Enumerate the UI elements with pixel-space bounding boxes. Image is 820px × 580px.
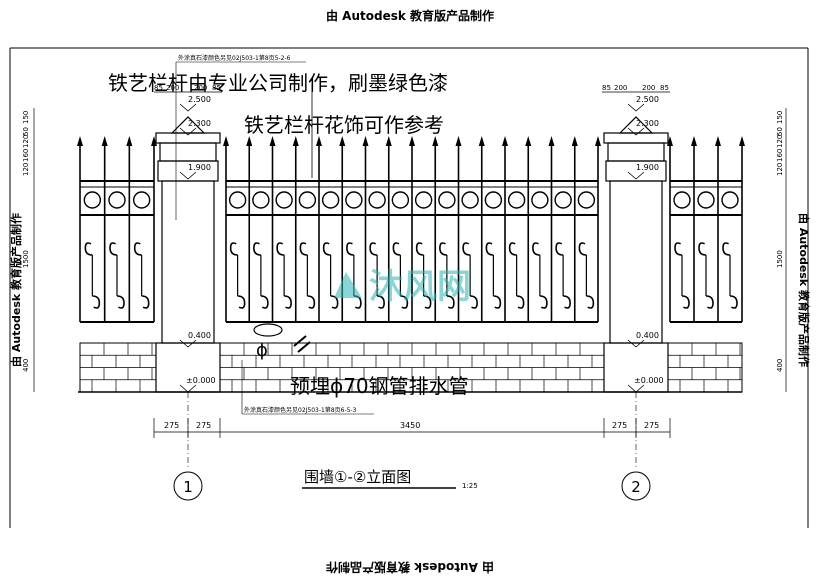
svg-text:275: 275 — [612, 421, 627, 430]
svg-text:85: 85 — [154, 84, 163, 92]
svg-text:200: 200 — [614, 84, 627, 92]
svg-text:2: 2 — [631, 478, 641, 496]
svg-text:200: 200 — [194, 84, 207, 92]
svg-text:150: 150 — [776, 111, 784, 124]
svg-text:±0.000: ±0.000 — [186, 376, 216, 385]
levels-left: 2.500 2.300 1.900 0.400 ±0.000 — [179, 95, 216, 393]
levels-right: 2.500 2.300 1.900 0.400 ±0.000 — [627, 95, 664, 393]
svg-text:0.400: 0.400 — [636, 331, 659, 340]
svg-text:0.400: 0.400 — [188, 331, 211, 340]
axis-1: 1 — [173, 392, 203, 501]
logo-watermark: 沐风网 — [334, 267, 471, 307]
axis-2: 2 — [621, 392, 651, 501]
dim-vertical-left: 50 150 120 160 120 1500 400 — [22, 108, 35, 392]
svg-text:120: 120 — [776, 163, 784, 176]
watermark-top: 由 Autodesk 教育版产品制作 — [326, 8, 494, 23]
svg-text:200: 200 — [166, 84, 179, 92]
svg-text:120: 120 — [776, 135, 784, 148]
pier-left — [155, 116, 221, 393]
svg-text:120: 120 — [22, 135, 30, 148]
railing-main — [223, 136, 601, 323]
svg-text:275: 275 — [644, 421, 659, 430]
pier-right — [603, 116, 669, 393]
svg-text:50: 50 — [22, 127, 30, 136]
drawing-scale: 1:25 — [462, 482, 478, 490]
brick-base — [79, 342, 743, 393]
note-drain-pipe: 预埋ɸ70钢管排水管 — [290, 374, 469, 398]
railing-left-partial — [77, 136, 157, 323]
watermark-right: 由 Autodesk 教育版产品制作 — [797, 213, 811, 367]
note-railing-pattern: 铁艺栏杆花饰可作参考 — [244, 113, 444, 137]
svg-text:200: 200 — [642, 84, 655, 92]
pipe-break-1 — [293, 335, 307, 347]
svg-text:85: 85 — [212, 84, 221, 92]
svg-text:400: 400 — [776, 359, 784, 372]
pipe-break-2 — [297, 341, 311, 353]
svg-text:120: 120 — [22, 163, 30, 176]
svg-text:±0.000: ±0.000 — [634, 376, 664, 385]
svg-text:85: 85 — [660, 84, 669, 92]
drawing-title: 围墙①-②立面图 — [304, 468, 411, 486]
railing-right-partial — [667, 136, 745, 323]
svg-text:275: 275 — [196, 421, 211, 430]
svg-text:50: 50 — [776, 127, 784, 136]
svg-text:1.900: 1.900 — [188, 163, 211, 172]
svg-text:160: 160 — [22, 149, 30, 162]
svg-text:85: 85 — [602, 84, 611, 92]
watermark-left: 由 Autodesk 教育版产品制作 — [9, 213, 23, 367]
svg-text:2.500: 2.500 — [636, 95, 659, 104]
svg-text:275: 275 — [164, 421, 179, 430]
svg-text:2.500: 2.500 — [188, 95, 211, 104]
note-top-ref: 外涂真石漆颜色另见02J503-1第8页5-2-6 — [178, 54, 291, 62]
svg-text:400: 400 — [22, 359, 30, 372]
svg-text:160: 160 — [776, 149, 784, 162]
note-railing-maker: 铁艺栏杆由专业公司制作，刷墨绿色漆 — [108, 71, 448, 95]
pipe-ellipse — [253, 323, 283, 337]
svg-text:1.900: 1.900 — [636, 163, 659, 172]
note-bottom-ref: 外涂真石漆颜色另见02J503-1第8页6-5-3 — [244, 406, 357, 414]
dim-top-right: 85 200 200 85 — [602, 84, 670, 93]
dim-top-left: 85 200 200 85 — [154, 84, 222, 93]
svg-text:3450: 3450 — [400, 421, 420, 430]
svg-text:2.300: 2.300 — [636, 119, 659, 128]
svg-text:150: 150 — [22, 111, 30, 124]
svg-text:1500: 1500 — [22, 250, 30, 268]
svg-text:1500: 1500 — [776, 250, 784, 268]
dim-vertical-right: 50 150 120 160 120 1500 400 — [776, 108, 787, 392]
dim-bottom: 275 275 3450 275 275 — [153, 418, 671, 438]
svg-text:1: 1 — [183, 478, 193, 496]
watermark-bottom: 由 Autodesk 教育版产品制作 — [326, 560, 494, 575]
svg-text:2.300: 2.300 — [188, 119, 211, 128]
pipe-symbol: ɸ — [256, 340, 268, 361]
logo-text: 沐风网 — [369, 267, 471, 307]
